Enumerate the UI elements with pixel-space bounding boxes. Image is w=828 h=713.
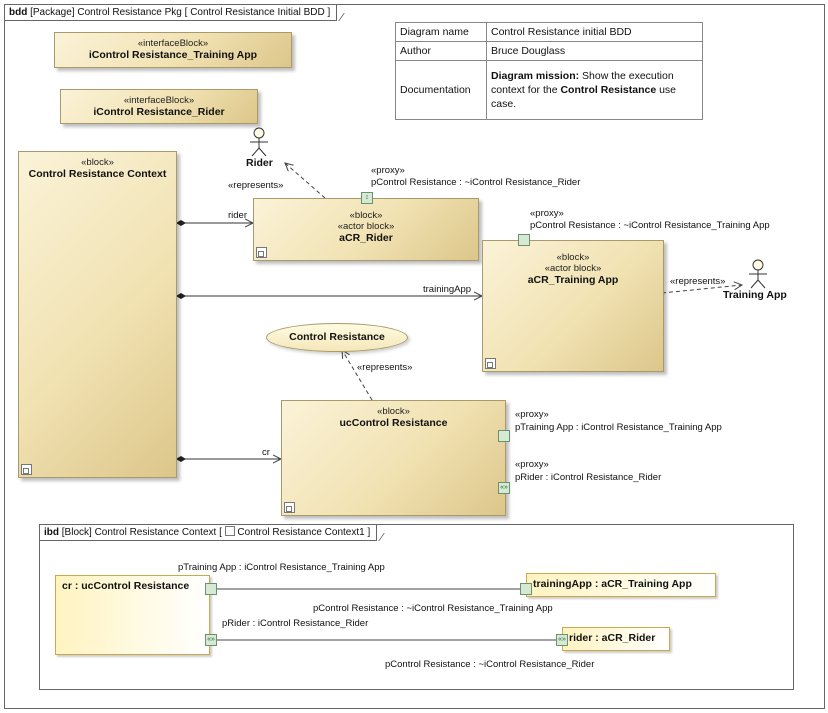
uc-block-stereotype: «block» — [377, 406, 410, 417]
block-structure-icon — [485, 358, 496, 369]
ibd-cr-training-port[interactable] — [205, 583, 217, 595]
doc-text-1: Show the execution context for the — [491, 70, 674, 96]
uc-rider-port-stereotype: «proxy» — [515, 459, 549, 470]
ibd-part-training-name: trainingApp : aCR_Training App — [533, 578, 692, 590]
uc-rider-port-label: pRider : iControl Resistance_Rider — [515, 472, 662, 483]
rider-block-stereotype: «block» — [349, 210, 383, 221]
rider-block-name: aCR_Rider — [339, 232, 393, 244]
ibd-part-cr-name: cr : ucControl Resistance — [62, 580, 190, 592]
ibd-frame-kind: ibd — [44, 527, 59, 538]
training-block-name: aCR_Training App — [527, 274, 619, 286]
context-block-name: Control Resistance Context — [28, 168, 167, 180]
training-app-actor-icon — [749, 259, 767, 289]
ibd-part-rider[interactable]: rider : aCR_Rider — [562, 627, 670, 651]
represents-training-label: «represents» — [670, 276, 726, 287]
interface-block-training-app[interactable]: «interfaceBlock» iControl Resistance_Tra… — [54, 32, 292, 68]
doc-bold-2: Control Resistance — [560, 84, 657, 96]
bdd-frame-header: bdd [Package] Control Resistance Pkg [ C… — [5, 5, 338, 21]
ibd-frame-icon — [224, 526, 235, 536]
ibd-part-rider-name: rider : aCR_Rider — [569, 632, 656, 644]
ibd-frame-title-pre: [Block] Control Resistance Context [ — [61, 527, 222, 538]
training-block-stereotype-2: «actor block» — [544, 263, 602, 274]
training-port-label: pControl Resistance : ~iControl Resistan… — [530, 220, 770, 231]
bdd-frame-kind: bdd — [9, 7, 28, 18]
ibd-cr-training-port-label: pTraining App : iControl Resistance_Trai… — [178, 562, 385, 573]
uc-training-port-label: pTraining App : iControl Resistance_Trai… — [515, 422, 722, 433]
rider-block-stereotype-2: «actor block» — [337, 221, 395, 232]
training-port-stereotype: «proxy» — [530, 208, 564, 219]
role-training-label: trainingApp — [423, 284, 472, 295]
doc-text-2: use case. — [491, 84, 677, 110]
represents-uc-line[interactable] — [342, 350, 373, 401]
interface-block-name: iControl Resistance_Rider — [93, 106, 225, 118]
uc-block-name: ucControl Resistance — [339, 417, 448, 429]
block-structure-icon — [21, 464, 32, 475]
context-block-stereotype: «block» — [81, 157, 114, 168]
ibd-rider-port-label: pControl Resistance : ~iControl Resistan… — [385, 659, 595, 670]
training-app-actor-name: Training App — [723, 289, 787, 301]
represents-uc-label: «represents» — [357, 362, 413, 373]
interface-block-name: iControl Resistance_Training App — [88, 49, 258, 61]
rider-port-label: pControl Resistance : ~iControl Resistan… — [371, 177, 581, 188]
ibd-frame-header: ibd [Block] Control Resistance Context [… — [40, 525, 378, 541]
use-case-name: Control Resistance — [289, 331, 385, 343]
info-documentation: Diagram mission: Show the execution cont… — [486, 60, 703, 120]
bdd-frame-title: [Package] Control Resistance Pkg [ Contr… — [30, 7, 331, 18]
context-block[interactable]: «block» Control Resistance Context — [18, 151, 177, 478]
block-structure-icon — [256, 247, 267, 258]
use-case-ellipse[interactable]: Control Resistance — [266, 323, 408, 352]
uc-training-port[interactable] — [498, 430, 510, 442]
rider-port-stereotype: «proxy» — [371, 165, 405, 176]
role-rider-label: rider — [228, 210, 248, 221]
ibd-cr-rider-port-label: pRider : iControl Resistance_Rider — [222, 618, 369, 629]
training-proxy-port[interactable] — [518, 234, 530, 246]
ibd-part-cr[interactable]: cr : ucControl Resistance — [55, 575, 210, 655]
interface-block-rider[interactable]: «interfaceBlock» iControl Resistance_Rid… — [60, 89, 258, 124]
ibd-frame-title-post: Control Resistance Context1 ] — [237, 527, 371, 538]
uc-rider-port[interactable]: «» — [498, 482, 510, 494]
training-app-block[interactable]: «block» «actor block» aCR_Training App — [482, 240, 664, 372]
interface-block-stereotype: «interfaceBlock» — [123, 95, 195, 106]
info-key: Documentation — [395, 60, 487, 120]
role-cr-label: cr — [262, 447, 270, 458]
ibd-part-training[interactable]: trainingApp : aCR_Training App — [526, 573, 716, 597]
interface-block-stereotype: «interfaceBlock» — [137, 38, 209, 49]
block-structure-icon — [284, 502, 295, 513]
info-value: Control Resistance initial BDD — [486, 22, 703, 42]
training-block-stereotype: «block» — [556, 252, 590, 263]
represents-rider-label: «represents» — [228, 180, 284, 191]
rider-block[interactable]: «block» «actor block» aCR_Rider — [253, 198, 479, 261]
info-value: Bruce Douglass — [486, 41, 703, 61]
rider-actor-icon — [250, 127, 268, 157]
rider-proxy-port[interactable]: ↕ — [361, 192, 373, 204]
diagram-info-table: Diagram name Control Resistance initial … — [395, 22, 703, 120]
doc-bold-1: Diagram mission: — [491, 70, 580, 82]
ibd-training-port[interactable] — [520, 583, 532, 595]
represents-training-line[interactable] — [661, 285, 742, 294]
ibd-rider-port[interactable]: «» — [556, 634, 568, 646]
info-key: Diagram name — [395, 22, 487, 42]
uc-training-port-stereotype: «proxy» — [515, 409, 549, 420]
rider-actor-name: Rider — [246, 157, 273, 169]
represents-rider-line[interactable] — [285, 163, 326, 199]
ibd-training-port-label: pControl Resistance : ~iControl Resistan… — [313, 603, 553, 614]
uc-block[interactable]: «block» ucControl Resistance — [281, 400, 506, 516]
ibd-cr-rider-port[interactable]: «» — [205, 634, 217, 646]
